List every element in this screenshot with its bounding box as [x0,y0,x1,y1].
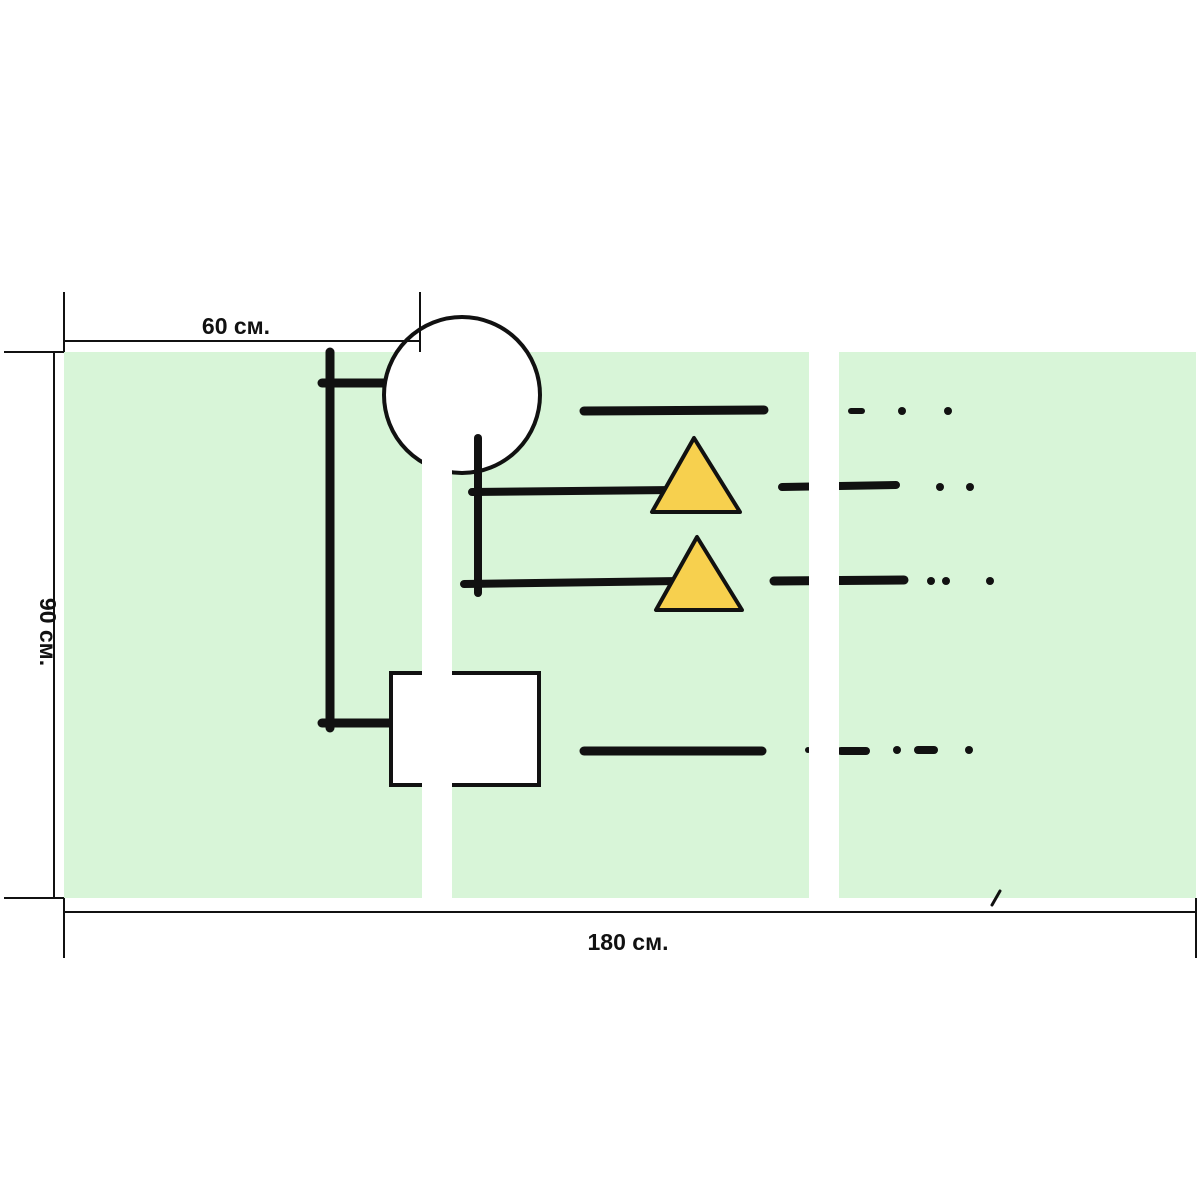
dot [942,577,950,585]
triangle-2-connector [460,577,684,588]
square-shape [389,671,541,787]
panel-right [839,352,1196,898]
dot [986,577,994,585]
triangle-1-connector [468,486,680,496]
panel-gaps [422,340,839,910]
panel-width-label: 60 см. [202,313,270,339]
dot [944,407,952,415]
height-label: 90 см. [35,598,61,666]
dots [805,407,994,754]
dash-row-1 [579,405,769,416]
panel-left [64,352,422,898]
gap-1 [422,340,452,910]
triangle-shape-1 [650,436,742,514]
panels [64,352,1196,898]
triangle-shape-2 [654,535,744,612]
dot [893,746,901,754]
accent-stroke [990,889,1002,907]
gap-2 [809,340,839,910]
dot [965,746,973,754]
dimension-lines [4,292,1197,958]
total-width-label: 180 см. [588,929,669,955]
dot [936,483,944,491]
dot [927,577,935,585]
dot [898,407,906,415]
dot [966,483,974,491]
